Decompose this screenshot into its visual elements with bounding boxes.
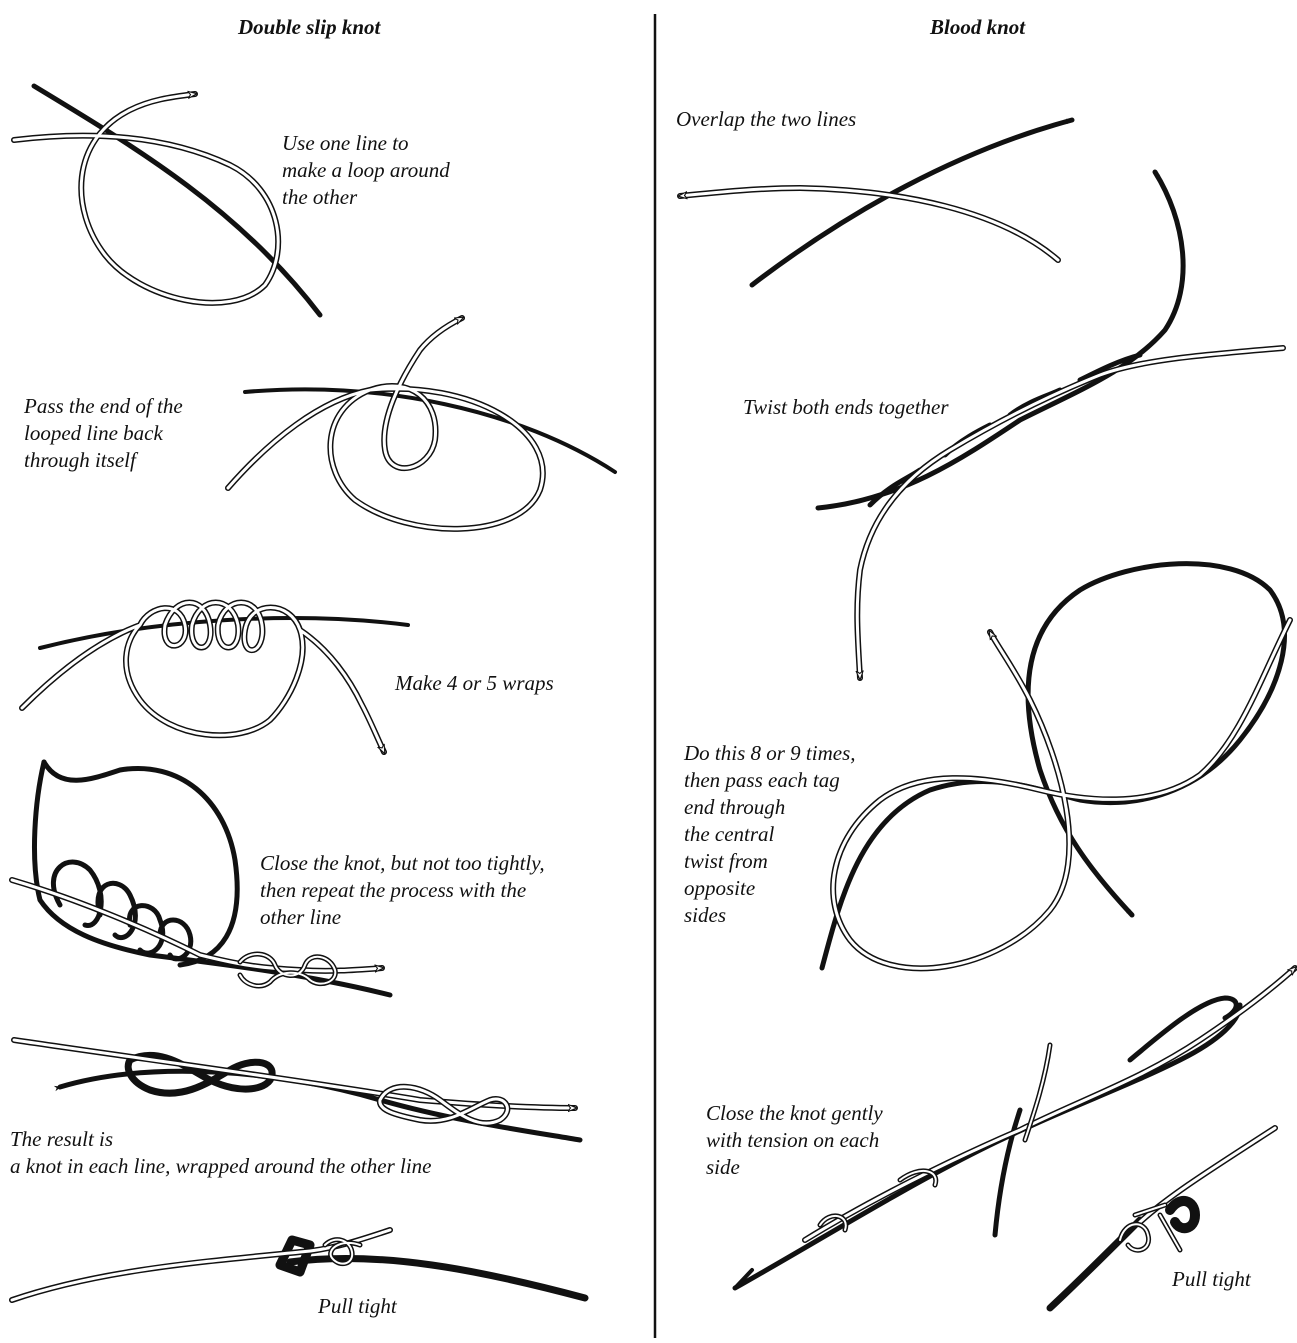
double-slip-title: Double slip knot	[238, 15, 380, 40]
double-slip-step6-figure	[12, 1230, 585, 1300]
blood-knot-step2-caption: Twist both ends together	[743, 394, 949, 421]
blood-knot-step4-caption: Close the knot gently with tension on ea…	[706, 1100, 883, 1181]
blood-knot-step5-caption: Pull tight	[1172, 1266, 1251, 1293]
double-slip-step1-caption: Use one line to make a loop around the o…	[282, 130, 450, 211]
blood-knot-step2-figure	[818, 172, 1283, 678]
double-slip-step5-figure	[14, 1040, 580, 1140]
double-slip-step3-caption: Make 4 or 5 wraps	[395, 670, 554, 697]
double-slip-step6-caption: Pull tight	[318, 1293, 397, 1320]
blood-knot-step3-figure	[822, 564, 1290, 969]
blood-knot-step1-caption: Overlap the two lines	[676, 106, 856, 133]
double-slip-step2-figure	[228, 318, 615, 529]
blood-knot-step1-figure	[680, 120, 1072, 285]
double-slip-step4-caption: Close the knot, but not too tightly, the…	[260, 850, 545, 931]
double-slip-step3-figure	[22, 603, 408, 753]
double-slip-step2-caption: Pass the end of the looped line back thr…	[24, 393, 183, 474]
double-slip-step1-figure	[14, 86, 320, 315]
double-slip-step5-caption: The result is a knot in each line, wrapp…	[10, 1126, 432, 1180]
blood-knot-title: Blood knot	[930, 15, 1025, 40]
blood-knot-step3-caption: Do this 8 or 9 times, then pass each tag…	[684, 740, 856, 929]
